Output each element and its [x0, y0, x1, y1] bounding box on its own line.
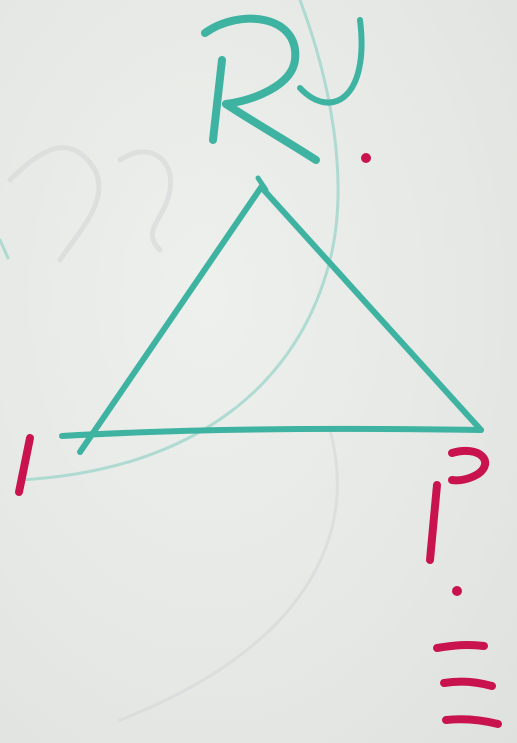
- red-dot-lower: [452, 586, 462, 596]
- equals-marks: [437, 645, 498, 724]
- red-dot-top: [361, 153, 371, 163]
- triangle-right-side: [262, 188, 481, 430]
- letter-r: [205, 19, 362, 160]
- triangle: [62, 178, 481, 452]
- erased-ghost-stroke: [120, 152, 171, 250]
- triangle-left-side: [80, 186, 262, 452]
- triangle-base: [62, 429, 481, 436]
- letter-p: [430, 451, 485, 560]
- faint-edge-mark: [0, 240, 8, 258]
- erased-ghost-arc: [120, 430, 337, 720]
- digit-one: [19, 438, 30, 492]
- erased-ghost-stroke: [10, 148, 99, 260]
